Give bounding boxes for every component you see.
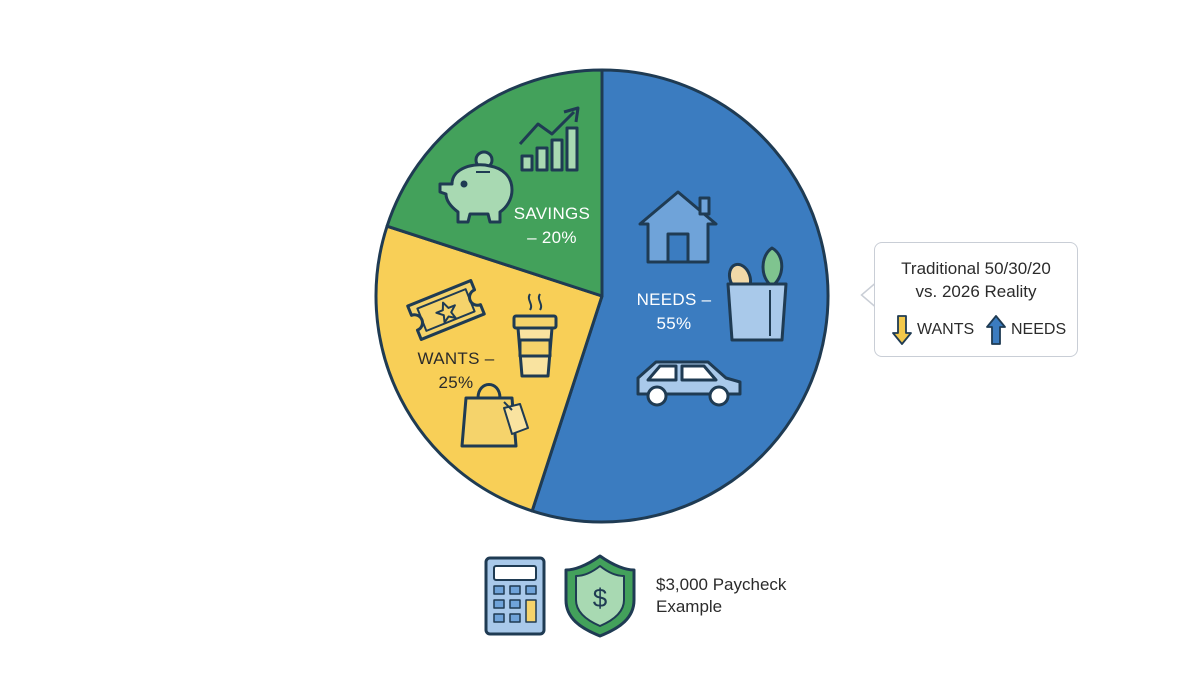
wants-slice-label: WANTS – 25% <box>396 347 516 395</box>
callout-title: Traditional 50/30/20 vs. 2026 Reality <box>875 257 1077 303</box>
needs-label-line2: 55% <box>656 314 692 333</box>
pie-slice-needs <box>530 68 830 524</box>
callout-pointer <box>860 283 876 307</box>
legend-wants: WANTS <box>891 313 974 347</box>
savings-slice-label: SAVINGS – 20% <box>492 202 612 250</box>
grocery-bag-icon <box>726 246 788 342</box>
arrow-up-icon <box>986 315 1006 345</box>
growth-chart-icon <box>518 106 580 172</box>
savings-label-line2: – 20% <box>527 228 577 247</box>
needs-slice-label: NEEDS – 55% <box>614 288 734 336</box>
paycheck-line2: Example <box>656 597 723 616</box>
paycheck-line1: $3,000 Paycheck <box>656 575 787 594</box>
legend-wants-label: WANTS <box>917 321 975 338</box>
wants-label-line1: WANTS – <box>417 349 495 368</box>
legend-needs: NEEDS <box>985 313 1066 347</box>
house-icon <box>638 190 718 264</box>
savings-label-line1: SAVINGS <box>513 204 591 223</box>
car-icon <box>636 360 742 407</box>
svg-text:$: $ <box>593 583 608 613</box>
shopping-bag-icon <box>460 383 529 448</box>
wants-label-line2: 25% <box>438 373 474 392</box>
piggy-bank-icon <box>438 150 514 224</box>
legend-needs-label: NEEDS <box>1011 321 1067 338</box>
arrow-down-icon <box>892 315 912 345</box>
coffee-cup-icon <box>512 293 558 378</box>
calculator-icon <box>484 556 546 636</box>
ticket-icon <box>406 279 486 341</box>
callout-title-line1: Traditional 50/30/20 <box>901 259 1051 278</box>
paycheck-example-text: $3,000 Paycheck Example <box>656 574 836 618</box>
dollar-shield-icon: $ <box>564 554 636 638</box>
callout-title-line2: vs. 2026 Reality <box>915 282 1037 301</box>
comparison-callout: Traditional 50/30/20 vs. 2026 Reality WA… <box>874 242 1078 357</box>
needs-label-line1: NEEDS – <box>636 290 712 309</box>
